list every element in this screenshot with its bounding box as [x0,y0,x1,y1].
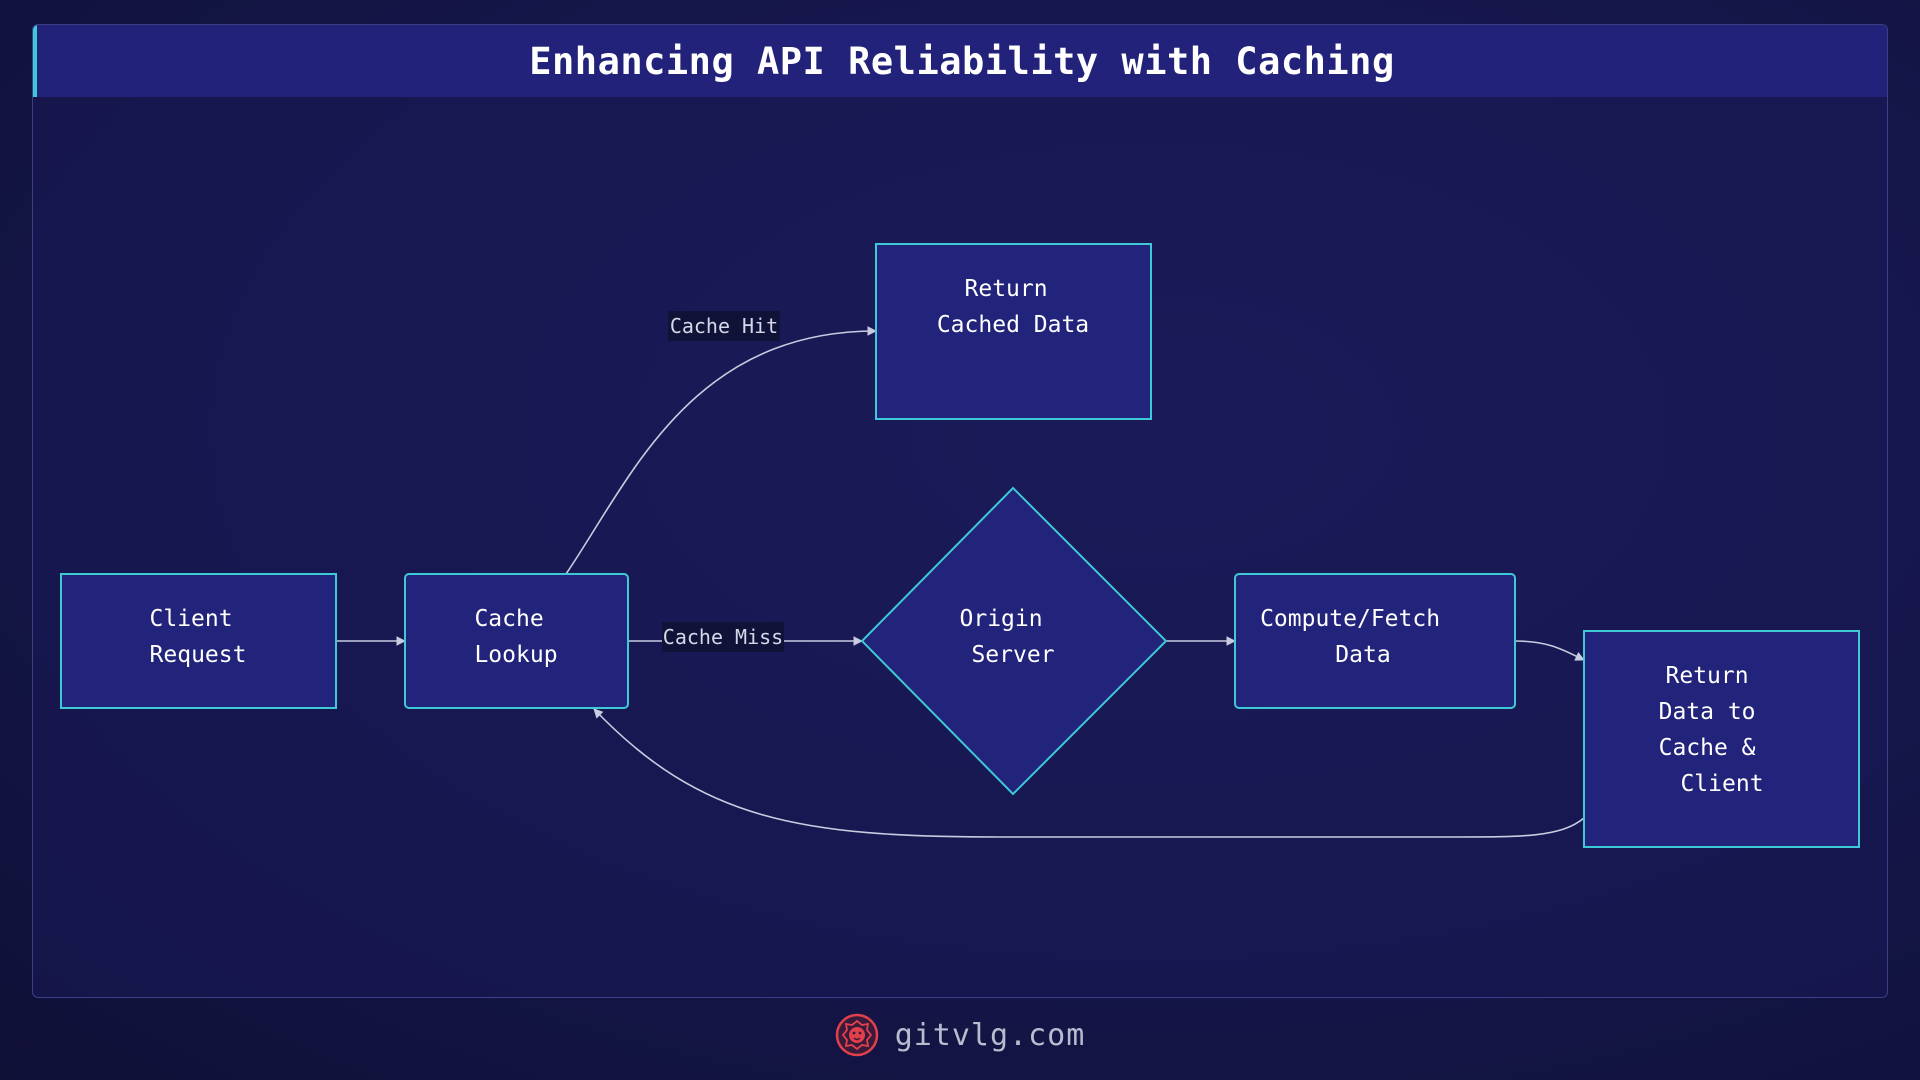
node-origin-server: Origin Server [860,486,1168,796]
node-compute-fetch-data: Compute/Fetch Data [1234,573,1516,709]
edge-compute-to-return [1514,640,1585,661]
edge-cache-hit [565,326,877,575]
edge-return-to-cache [593,708,1585,838]
svg-text:Compute/Fetch Data: Compute/Fetch Data [1260,606,1454,668]
edge-label-cache-miss: Cache Miss [662,622,784,652]
svg-text:Return Data to Cac: Return Data to Cache & Client [1659,663,1770,797]
svg-text:Cache Miss: Cache Miss [663,625,783,649]
node-client-request: Client Request [60,573,337,709]
node-return-data-to-cache-client: Return Data to Cache & Client [1583,630,1860,848]
title-bar: Enhancing API Reliability with Caching [33,25,1887,97]
lion-logo-icon [835,1013,878,1057]
footer-website-link[interactable]: gitvlg.com [894,1017,1086,1053]
svg-text:Cache Lookup: Cache Lookup [474,606,557,668]
svg-text:Origin Server: Origin Server [960,606,1057,668]
footer: gitvlg.com [0,1010,1920,1060]
page-title: Enhancing API Reliability with Caching [529,39,1395,83]
node-cache-lookup: Cache Lookup [404,573,629,709]
svg-text:Client Request: Client Request [150,606,247,668]
edge-label-cache-hit: Cache Hit [668,311,780,341]
diagram-panel: Enhancing API Reliability with Caching [32,24,1888,998]
node-return-cached-data: Return Cached Data [875,243,1152,420]
svg-text:Cache Hit: Cache Hit [670,314,778,338]
svg-text:Return Cached Data: Return Cached Data [937,276,1089,338]
